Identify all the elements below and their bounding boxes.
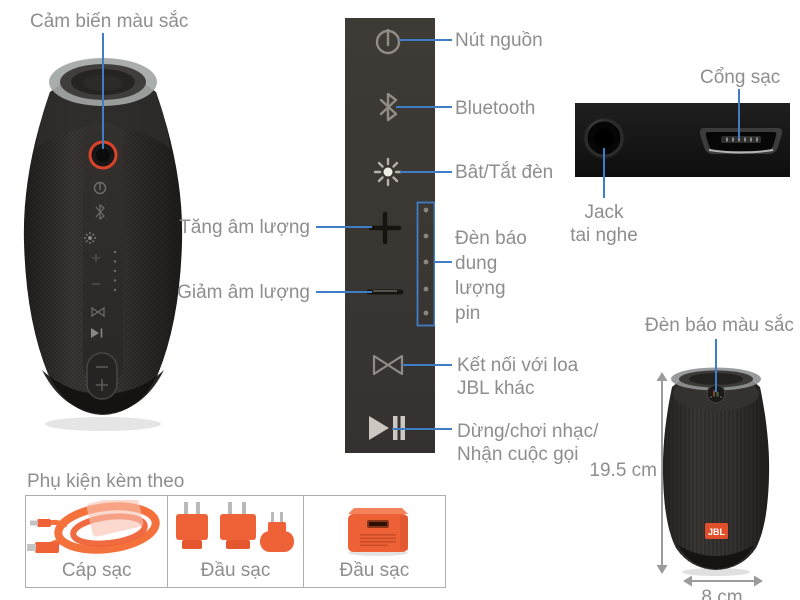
- control-panel-icons: [366, 28, 435, 440]
- speaker-shadow: [45, 417, 161, 431]
- label-power: Nút nguồn: [455, 30, 543, 51]
- accessory-caption-charger: Đầu sạc: [339, 560, 410, 581]
- label-jack-line1: Jack: [584, 202, 624, 223]
- pointer-line-power: [399, 39, 452, 41]
- small-speaker-base: [678, 545, 754, 569]
- label-battery-indicator: Đèn báo dung lượng pin: [455, 226, 527, 326]
- speaker-port-flap: [86, 352, 118, 400]
- pointer-line-battery: [435, 261, 452, 263]
- accessories-title: Phụ kiện kèm theo: [27, 471, 185, 492]
- label-link: Kết nối với loa JBL khác: [457, 354, 578, 400]
- pointer-line-bluetooth: [396, 106, 452, 108]
- usb-a-connector: [27, 542, 59, 553]
- label-charge-port: Cổng sạc: [700, 67, 781, 88]
- label-battery-line1: Đèn báo: [455, 228, 527, 249]
- pointer-line-light: [400, 171, 452, 173]
- micro-usb-connector: [30, 519, 51, 527]
- label-volume-up: Tăng âm lượng: [179, 217, 310, 238]
- height-arrow: [656, 372, 668, 574]
- charging-cable-image: [27, 500, 160, 554]
- speaker-icon-column: [84, 181, 117, 338]
- plug-adapter-1: [176, 502, 209, 549]
- usb-pins: [726, 137, 758, 142]
- jbl-logo: JBL: [705, 523, 728, 539]
- small-speaker-rib-texture: [662, 370, 770, 570]
- plug-adapter-3: [260, 512, 295, 552]
- mini-play-icon: [91, 328, 103, 338]
- label-jack-line2: tai nghe: [570, 225, 638, 246]
- label-volume-down: Giảm âm lượng: [177, 282, 310, 303]
- accessory-cell-cable: Cáp sạc: [26, 496, 167, 587]
- speaker-base: [42, 370, 164, 414]
- pointer-line-jack: [603, 148, 605, 198]
- control-panel-image: [345, 18, 435, 453]
- pointer-line-color-sensor: [102, 33, 104, 149]
- small-speaker-image: JBL: [662, 367, 770, 576]
- label-light: Bât/Tắt đèn: [455, 162, 554, 183]
- battery-indicator-dots: [423, 207, 429, 316]
- ports-image: [575, 103, 790, 177]
- label-play-line2: Nhận cuộc gọi: [457, 444, 579, 465]
- bluetooth-icon: [379, 92, 398, 122]
- pointer-line-charge-port: [738, 89, 740, 138]
- pointer-line-volume-down: [316, 291, 372, 293]
- mini-volume-up-icon: [92, 254, 100, 262]
- mini-battery-dots: [113, 250, 117, 292]
- plug-adapter-2: [220, 502, 257, 549]
- light-icon: [373, 157, 403, 187]
- power-icon: [375, 28, 401, 55]
- label-link-line2: JBL khác: [457, 378, 535, 399]
- small-speaker-shadow: [682, 568, 750, 576]
- label-color-light: Đèn báo màu sắc: [645, 315, 794, 336]
- label-bluetooth: Bluetooth: [455, 98, 536, 119]
- flap-plus-mark: [96, 379, 108, 391]
- label-jack: Jack tai nghe: [566, 201, 642, 247]
- pointer-line-link: [402, 364, 452, 366]
- accessory-cell-plugs: Đầu sạc: [167, 496, 302, 587]
- label-play: Dừng/chơi nhạc/ Nhận cuộc gọi: [457, 420, 598, 466]
- volume-up-icon: [368, 211, 402, 245]
- label-height: 19.5 cm: [589, 460, 657, 481]
- volume-down-icon: [366, 289, 404, 295]
- width-arrow: [683, 575, 763, 587]
- charger-cube-image: [347, 508, 408, 556]
- micro-usb-port: [699, 128, 783, 154]
- accessories-table: Cáp sạc Đầu: [25, 495, 446, 588]
- label-battery-line3: lượng: [455, 278, 506, 299]
- plug-adapters-image: [176, 502, 295, 552]
- jbl-logo-text: JBL: [708, 527, 726, 537]
- label-color-sensor: Cảm biến màu sắc: [30, 11, 189, 32]
- label-battery-line2: dung: [455, 253, 498, 274]
- pointer-line-color-light: [715, 339, 717, 392]
- charger-spec-text-lines: [359, 534, 396, 547]
- battery-bracket: [416, 201, 435, 327]
- label-width: 8 cm: [701, 587, 743, 600]
- mini-power-icon: [93, 181, 107, 195]
- label-battery-line4: pin: [455, 303, 481, 324]
- link-icon: [372, 354, 404, 376]
- mini-bluetooth-icon: [95, 203, 105, 221]
- accessory-cell-charger: Đầu sạc: [302, 496, 445, 587]
- pointer-line-play: [392, 428, 452, 430]
- pointer-line-volume-up: [316, 226, 372, 228]
- mini-link-icon: [91, 306, 105, 318]
- speaker-front-strip: [83, 122, 123, 382]
- color-sensor-center: [96, 148, 110, 162]
- label-link-line1: Kết nối với loa: [457, 355, 579, 376]
- accessory-caption-plugs: Đầu sạc: [200, 560, 271, 581]
- charger-usb-slot: [366, 520, 389, 528]
- mini-light-icon: [84, 232, 96, 244]
- accessory-caption-cable: Cáp sạc: [61, 560, 132, 581]
- label-play-line1: Dừng/chơi nhạc/: [457, 421, 599, 442]
